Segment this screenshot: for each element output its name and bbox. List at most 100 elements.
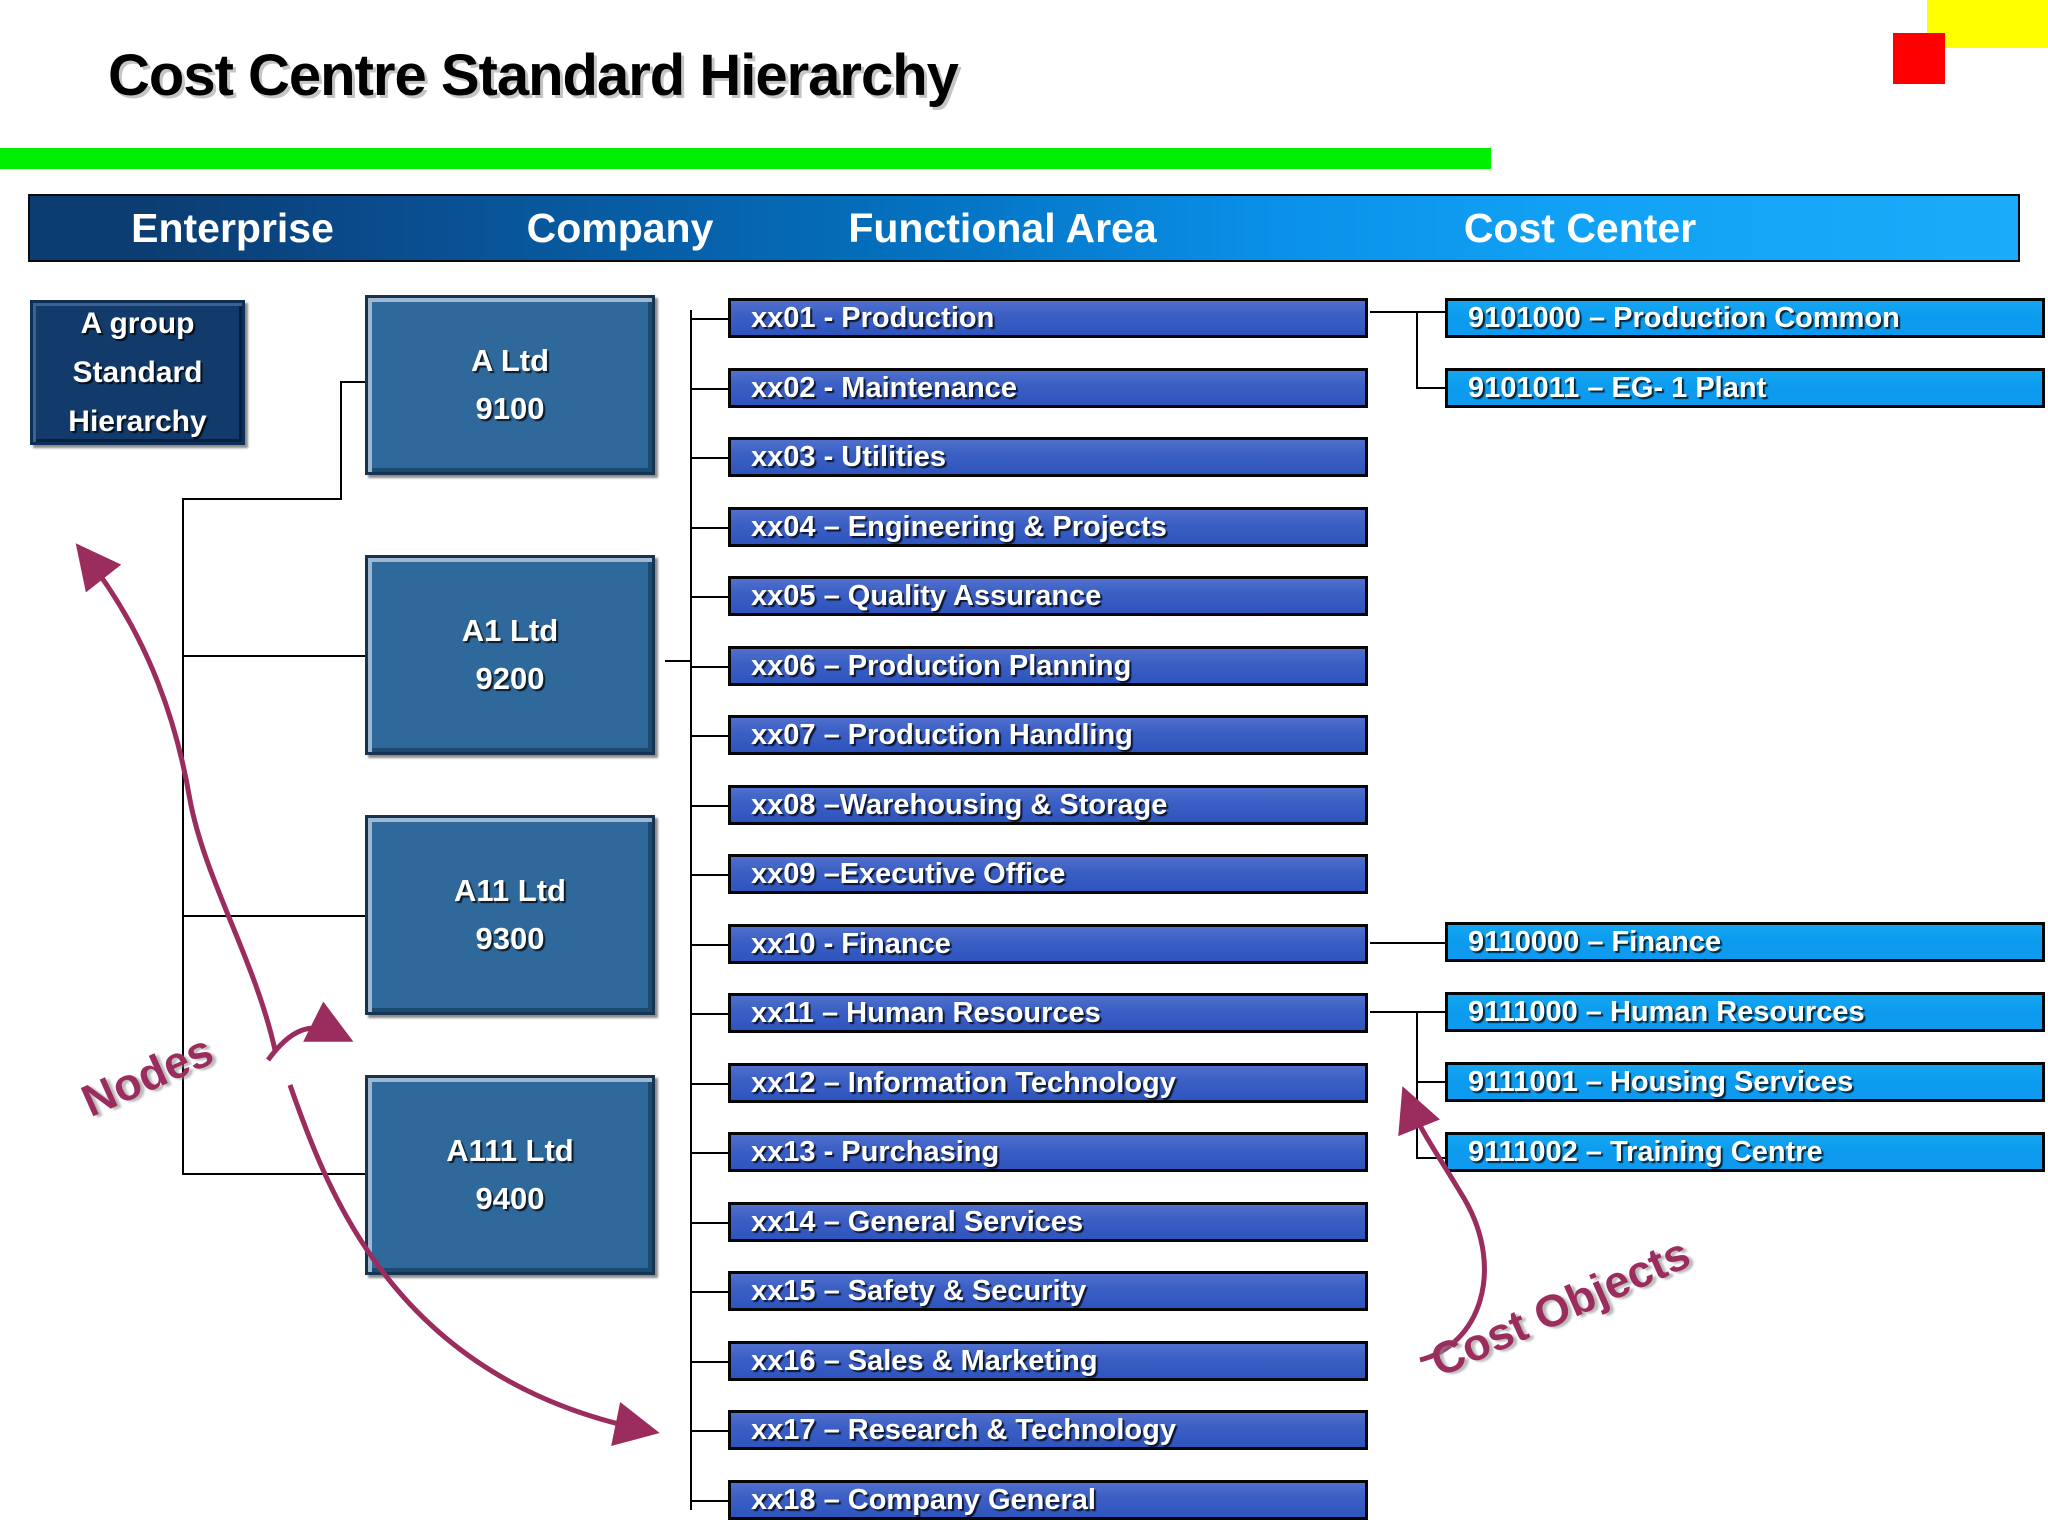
fa-connector-stub (690, 388, 728, 390)
functional-area-label: xx10 - Finance (751, 927, 951, 960)
fa-connector-stub (690, 527, 728, 529)
page-title: Cost Centre Standard Hierarchy (108, 43, 959, 108)
cost-center-9101000[interactable]: 9101000 – Production Common (1445, 298, 2045, 338)
fa-connector-stub (690, 1291, 728, 1293)
enterprise-branch-a2 (182, 655, 370, 657)
fa-connector-stub (690, 1430, 728, 1432)
functional-area-box-13[interactable]: xx13 - Purchasing (728, 1132, 1368, 1172)
cost-center-trunk-bottom (1416, 1012, 1418, 1158)
functional-area-trunk-line (690, 310, 692, 1510)
enterprise-riser-a (340, 382, 342, 500)
fa-connector-stub (690, 735, 728, 737)
functional-area-label: xx16 – Sales & Marketing (751, 1344, 1098, 1377)
functional-area-box-7[interactable]: xx07 – Production Handling (728, 715, 1368, 755)
functional-area-box-2[interactable]: xx02 - Maintenance (728, 368, 1368, 408)
column-header-enterprise: Enterprise (131, 205, 334, 251)
enterprise-line-3: Hierarchy (68, 405, 207, 438)
cost-center-label: 9101011 – EG- 1 Plant (1468, 371, 1767, 404)
company-code: 9300 (475, 921, 545, 956)
fa-connector-stub (690, 944, 728, 946)
annotation-nodes: Nodes (74, 1024, 221, 1127)
functional-area-box-9[interactable]: xx09 –Executive Office (728, 854, 1368, 894)
cost-center-label: 9111000 – Human Resources (1468, 995, 1865, 1028)
fa-connector-stub (690, 666, 728, 668)
company-name: A11 Ltd (454, 873, 566, 908)
nodes-arrow-middle (265, 1001, 354, 1062)
functional-area-label: xx18 – Company General (751, 1483, 1096, 1516)
company-node-a1-ltd[interactable]: A1 Ltd 9200 (365, 555, 655, 755)
fa-connector-stub (690, 1152, 728, 1154)
cost-center-9101011[interactable]: 9101011 – EG- 1 Plant (1445, 368, 2045, 408)
annotation-cost-objects: Cost Objects (1423, 1227, 1698, 1387)
functional-area-box-3[interactable]: xx03 - Utilities (728, 437, 1368, 477)
functional-area-label: xx06 – Production Planning (751, 649, 1132, 682)
company-node-a-ltd[interactable]: A Ltd 9100 (365, 295, 655, 475)
company-node-a111-ltd[interactable]: A111 Ltd 9400 (365, 1075, 655, 1275)
fa-connector-stub (690, 1500, 728, 1502)
cost-center-label: 9111002 – Training Centre (1468, 1135, 1823, 1168)
functional-area-label: xx02 - Maintenance (751, 371, 1017, 404)
column-header-company: Company (526, 205, 714, 251)
functional-area-label: xx14 – General Services (751, 1205, 1084, 1238)
cost-center-9111002[interactable]: 9111002 – Training Centre (1445, 1132, 2045, 1172)
functional-area-box-12[interactable]: xx12 – Information Technology (728, 1063, 1368, 1103)
company-name: A1 Ltd (461, 613, 559, 648)
enterprise-line-1: A group (80, 307, 195, 340)
functional-area-box-17[interactable]: xx17 – Research & Technology (728, 1410, 1368, 1450)
cost-center-label: 9111001 – Housing Services (1468, 1065, 1854, 1098)
fa-connector-stub (690, 1083, 728, 1085)
fa-to-cc-link-hr (1370, 1011, 1448, 1013)
functional-area-box-11[interactable]: xx11 – Human Resources (728, 993, 1368, 1033)
fa-connector-stub (690, 805, 728, 807)
fa-connector-stub (690, 1361, 728, 1363)
functional-area-label: xx04 – Engineering & Projects (751, 510, 1167, 543)
cc-branch-eg1 (1416, 387, 1448, 389)
functional-area-label: xx07 – Production Handling (751, 718, 1133, 751)
enterprise-branch-a (340, 381, 370, 383)
nodes-arrow-upper (75, 543, 278, 1051)
fa-to-cc-link-production (1370, 311, 1418, 313)
functional-area-label: xx11 – Human Resources (751, 996, 1101, 1029)
company-code: 9400 (475, 1181, 545, 1216)
fa-connector-stub (690, 318, 728, 320)
functional-area-box-16[interactable]: xx16 – Sales & Marketing (728, 1341, 1368, 1381)
enterprise-node-box[interactable]: A group Standard Hierarchy (30, 300, 245, 445)
functional-area-label: xx05 – Quality Assurance (751, 579, 1102, 612)
decorative-red-block (1893, 33, 1945, 84)
functional-area-label: xx13 - Purchasing (751, 1135, 1000, 1168)
company-name: A Ltd (470, 343, 550, 378)
company-code: 9100 (475, 391, 545, 426)
functional-area-label: xx03 - Utilities (751, 440, 947, 473)
functional-area-box-8[interactable]: xx08 –Warehousing & Storage (728, 785, 1368, 825)
functional-area-label: xx08 –Warehousing & Storage (751, 788, 1168, 821)
functional-area-box-14[interactable]: xx14 – General Services (728, 1202, 1368, 1242)
cost-center-9111000[interactable]: 9111000 – Human Resources (1445, 992, 2045, 1032)
fa-connector-stub (690, 1222, 728, 1224)
functional-area-box-4[interactable]: xx04 – Engineering & Projects (728, 507, 1368, 547)
cost-center-trunk-top (1416, 312, 1418, 388)
fa-connector-stub (690, 596, 728, 598)
functional-area-box-15[interactable]: xx15 – Safety & Security (728, 1271, 1368, 1311)
column-header-cost-center: Cost Center (1463, 205, 1697, 251)
enterprise-branch-a11 (182, 915, 370, 917)
decorative-yellow-block (1927, 0, 2048, 48)
company-node-a11-ltd[interactable]: A11 Ltd 9300 (365, 815, 655, 1015)
fa-connector-stub (690, 1013, 728, 1015)
functional-area-label: xx15 – Safety & Security (751, 1274, 1087, 1307)
functional-area-box-18[interactable]: xx18 – Company General (728, 1480, 1368, 1520)
functional-area-box-1[interactable]: xx01 - Production (728, 298, 1368, 338)
cost-center-9110000[interactable]: 9110000 – Finance (1445, 922, 2045, 962)
functional-area-box-6[interactable]: xx06 – Production Planning (728, 646, 1368, 686)
functional-area-label: xx12 – Information Technology (751, 1066, 1176, 1099)
enterprise-branch-a111 (182, 1173, 370, 1175)
cost-center-9111001[interactable]: 9111001 – Housing Services (1445, 1062, 2045, 1102)
functional-area-box-5[interactable]: xx05 – Quality Assurance (728, 576, 1368, 616)
functional-area-label: xx01 - Production (751, 301, 995, 334)
enterprise-line-2: Standard (72, 356, 203, 389)
fa-to-cc-link-finance (1370, 942, 1448, 944)
cc-branch-training (1416, 1157, 1448, 1159)
functional-area-box-10[interactable]: xx10 - Finance (728, 924, 1368, 964)
fa-connector-stub (690, 874, 728, 876)
enterprise-branch-a1 (182, 498, 342, 500)
cc-branch-housing (1416, 1081, 1448, 1083)
